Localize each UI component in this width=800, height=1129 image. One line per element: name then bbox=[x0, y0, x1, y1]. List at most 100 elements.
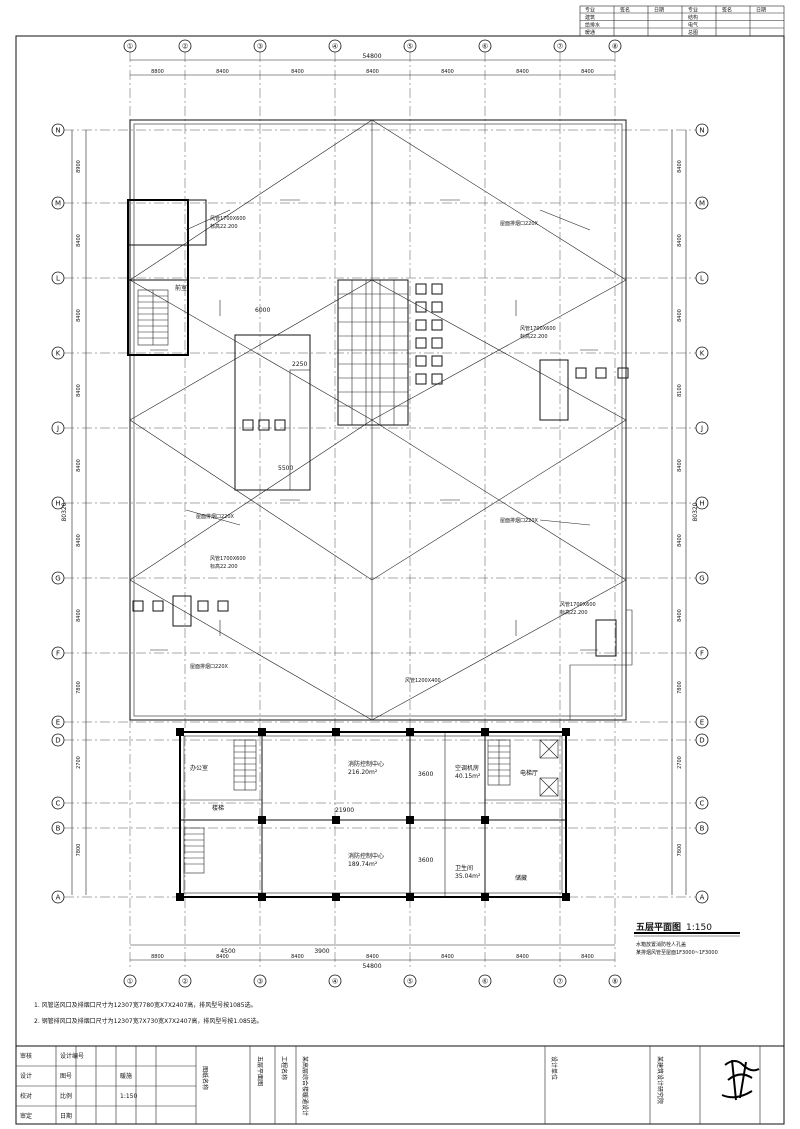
grid-bubble-label: G bbox=[55, 575, 60, 583]
left-equipment-lower bbox=[132, 595, 229, 627]
right-equipment-group bbox=[539, 120, 633, 720]
dim-left: 7800 bbox=[76, 844, 82, 857]
drawing-note: 水箱放置消防栓人孔盖 bbox=[636, 941, 686, 948]
grid-bubble-row-left: K bbox=[51, 346, 65, 360]
grid-bubble-label: D bbox=[699, 737, 704, 745]
drawing-title-block: 五层平面图 1:150 水箱放置消防栓人孔盖 某排烟风管至屋面1F3000~1F… bbox=[634, 922, 740, 956]
grid-bubble-label: A bbox=[700, 894, 705, 902]
grid-bubble-row-left: C bbox=[51, 796, 65, 810]
grid-bubble-row-left: B bbox=[51, 821, 65, 835]
grid-bubble-row-right: E bbox=[695, 715, 709, 729]
grid-bubble-label: ① bbox=[127, 978, 133, 986]
room-label: 办公室 bbox=[190, 764, 208, 772]
dim-right: 7800 bbox=[677, 681, 683, 694]
grid-bubble-col-top: ① bbox=[123, 39, 137, 53]
grid-bubble-row-left: F bbox=[51, 646, 65, 660]
title-cell: 比例 bbox=[60, 1092, 72, 1100]
grid-bubble-label: ⑤ bbox=[407, 978, 413, 986]
grid-bubble-label: ⑦ bbox=[557, 978, 563, 986]
annotation: 风管1700X600 bbox=[210, 555, 246, 562]
annotation: 风管1700X600 bbox=[520, 325, 556, 332]
grid-bubble-col-bottom: ⑦ bbox=[553, 974, 567, 988]
vertical-total-left: 80320 bbox=[61, 502, 68, 521]
approval-cell: 建筑 bbox=[585, 14, 595, 21]
dim-bottom: 8400 bbox=[216, 954, 229, 960]
grid-bubble-label: F bbox=[56, 650, 60, 658]
note-line: 1. 风管送风口及排烟口尺寸为12307宽7780宽X7X2407高，排风型号按… bbox=[34, 1001, 257, 1009]
annotation: 风管1200X400 bbox=[405, 677, 441, 684]
grid-bubble-label: ④ bbox=[332, 43, 338, 51]
total-width-top: 54800 bbox=[362, 53, 381, 60]
dim-left: 2700 bbox=[76, 756, 82, 769]
grid-bubble-col-bottom: ⑧ bbox=[608, 974, 622, 988]
dim-left: 8400 bbox=[76, 609, 82, 622]
title-cell: 某高层综合楼暖通设计 bbox=[301, 1056, 309, 1116]
grid-bubble-col-top: ⑥ bbox=[478, 39, 492, 53]
stair-core-upper: 前室 bbox=[127, 199, 207, 356]
dim-bottom: 8400 bbox=[441, 954, 454, 960]
axis-grid-lines bbox=[64, 52, 698, 970]
grid-bubble-label: ⑥ bbox=[482, 978, 488, 986]
grid-bubble-label: M bbox=[699, 200, 705, 208]
grid-bubble-label: ③ bbox=[257, 43, 263, 51]
grid-bubble-label: L bbox=[56, 275, 60, 283]
approval-header: 日期 bbox=[756, 8, 766, 14]
dim-top: 8400 bbox=[366, 69, 379, 75]
title-cell: 校对 bbox=[20, 1092, 32, 1100]
vertical-total-right: 80320 bbox=[692, 502, 699, 521]
dim-bottom: 8400 bbox=[291, 954, 304, 960]
annotation: 风管1700X600 bbox=[560, 601, 596, 608]
dim-label: 2250 bbox=[292, 361, 307, 368]
grid-bubble-label: ⑧ bbox=[612, 43, 618, 51]
room-label: 卫生间 bbox=[455, 864, 473, 872]
grid-bubble-label: F bbox=[700, 650, 704, 658]
dim-label: 21900 bbox=[335, 807, 354, 814]
roof-annotations: 风管1700X600 标高22.200 屋面排烟口220X 风管1700X600… bbox=[185, 209, 596, 684]
grid-bubble-label: C bbox=[700, 800, 705, 808]
grid-bubble-label: B bbox=[56, 825, 61, 833]
approval-header: 专业 bbox=[688, 7, 698, 14]
title-cell: 五层平面图 bbox=[256, 1056, 263, 1086]
skylight-grid bbox=[337, 279, 409, 426]
grid-bubble-col-top: ③ bbox=[253, 39, 267, 53]
approval-header: 签名 bbox=[620, 7, 630, 14]
room-label: 前室 bbox=[175, 284, 187, 292]
annotation: 标高22.200 bbox=[210, 563, 238, 570]
total-width-bottom: 54800 bbox=[362, 963, 381, 970]
grid-bubble-row-left: H bbox=[51, 496, 65, 510]
grid-bubble-row-right: D bbox=[695, 733, 709, 747]
grid-bubble-row-right: G bbox=[695, 571, 709, 585]
approval-header: 签名 bbox=[722, 7, 732, 14]
approval-cell: 电气 bbox=[688, 22, 698, 29]
grid-bubble-label: D bbox=[55, 737, 60, 745]
grid-bubble-label: E bbox=[56, 719, 60, 727]
dim-bottom: 8400 bbox=[366, 954, 379, 960]
dim-left: 8900 bbox=[76, 160, 82, 173]
grid-bubble-col-top: ⑤ bbox=[403, 39, 417, 53]
annotation: 屋面排烟口220X bbox=[190, 663, 229, 670]
grid-bubble-label: E bbox=[700, 719, 704, 727]
approval-header: 专业 bbox=[585, 7, 595, 14]
dim-right: 8400 bbox=[677, 160, 683, 173]
drawing-note: 某排烟风管至屋面1F3000~1F3000 bbox=[636, 949, 718, 956]
central-equipment-area: 6000 2250 5500 bbox=[234, 307, 311, 491]
dim-right: 8400 bbox=[677, 609, 683, 622]
area-label: 189.74m² bbox=[348, 861, 378, 868]
grid-bubble-row-right: J bbox=[695, 421, 709, 435]
grid-bubble-label: K bbox=[56, 350, 61, 358]
dim-top: 8400 bbox=[216, 69, 229, 75]
grid-bubble-label: J bbox=[700, 425, 703, 433]
grid-bubble-label: C bbox=[56, 800, 61, 808]
title-cell: 日期 bbox=[60, 1112, 72, 1120]
grid-bubble-label: ② bbox=[182, 43, 188, 51]
bottom-subtotal: 4500 bbox=[220, 948, 235, 955]
annotation: 屋面排烟口220X bbox=[500, 220, 539, 227]
grid-bubble-col-top: ④ bbox=[328, 39, 342, 53]
area-label: 40.15m² bbox=[455, 773, 481, 780]
approval-cell: 结构 bbox=[688, 14, 698, 21]
dimension-labels: 8800880084008400840084008400840084008400… bbox=[76, 69, 683, 960]
dim-right: 8100 bbox=[677, 384, 683, 397]
grid-bubble-col-bottom: ② bbox=[178, 974, 192, 988]
title-cell: 1:150 bbox=[120, 1093, 137, 1100]
